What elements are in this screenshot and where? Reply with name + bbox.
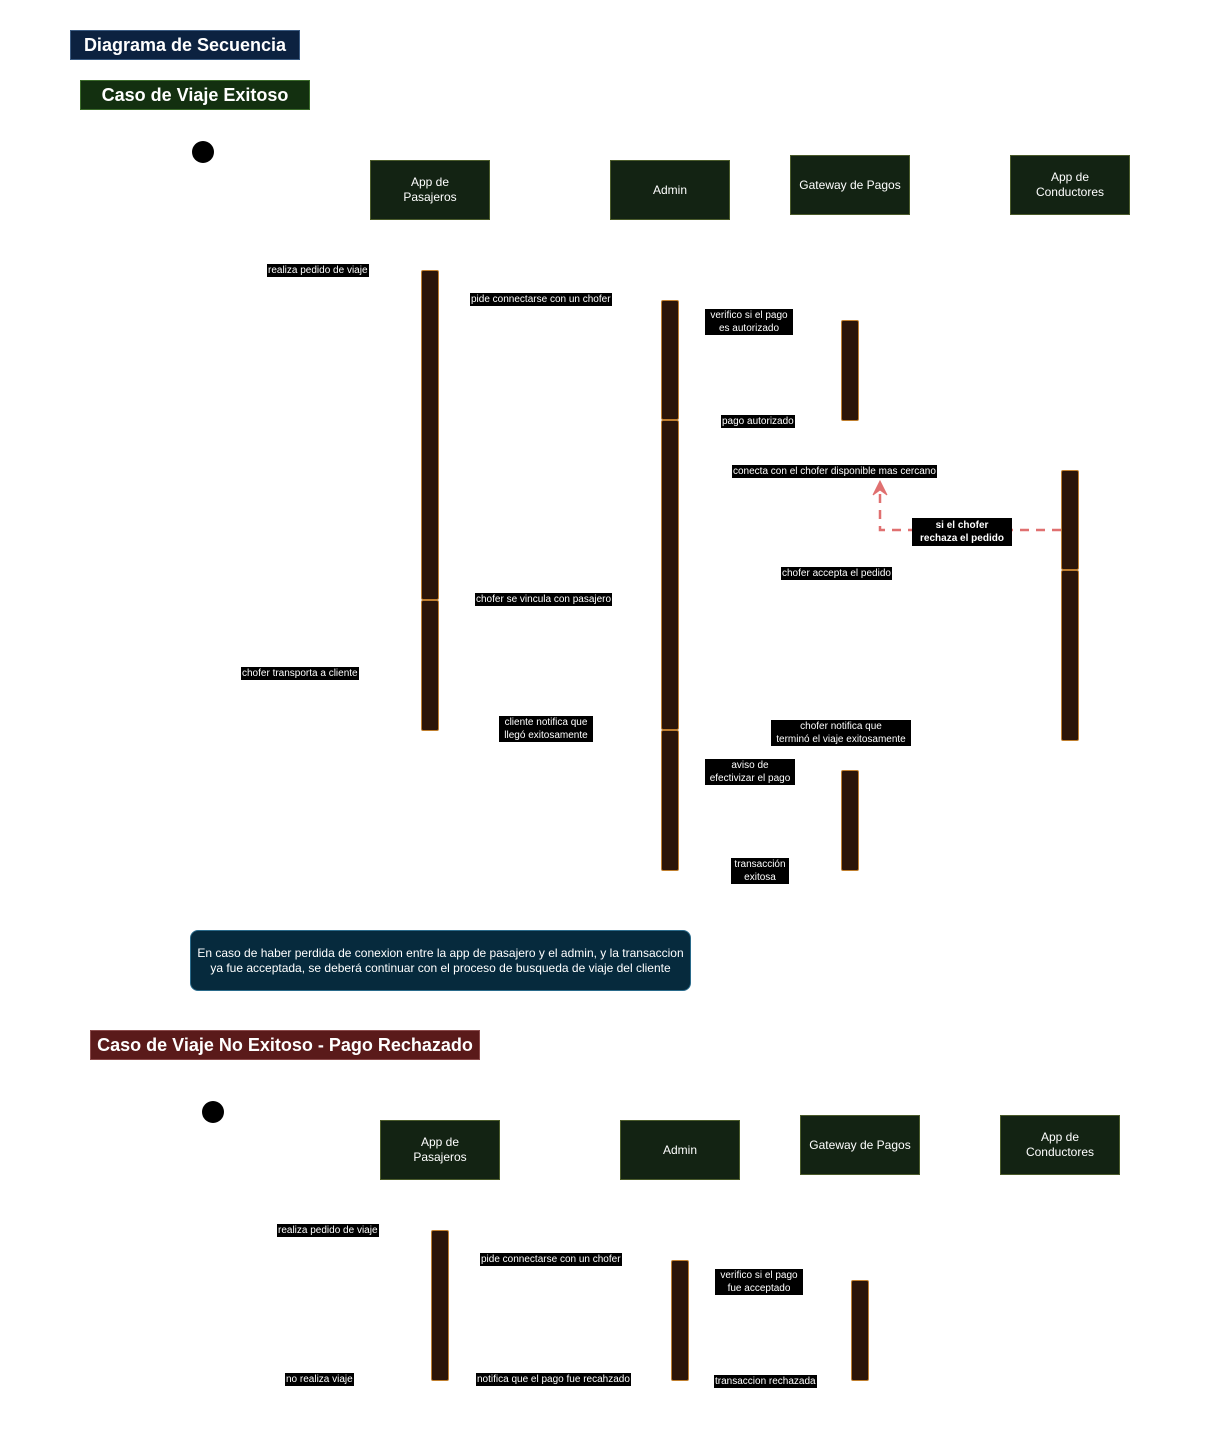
msg-chofer-accepta: chofer accepta el pedido (781, 567, 892, 580)
activation-pasajeros (431, 1230, 449, 1381)
activation-conductores (1061, 570, 1079, 741)
actor-admin: Admin (610, 160, 730, 220)
actor-app-pasajeros: App de Pasajeros (380, 1120, 500, 1180)
actor-gateway-pagos: Gateway de Pagos (790, 155, 910, 215)
activation-gateway (841, 320, 859, 421)
start-node (202, 1101, 224, 1123)
activation-admin (661, 420, 679, 730)
msg-no-realiza-viaje: no realiza viaje (285, 1373, 354, 1386)
msg-chofer-transporta: chofer transporta a cliente (241, 667, 359, 680)
connection-loss-note: En caso de haber perdida de conexion ent… (190, 930, 691, 991)
actor-admin: Admin (620, 1120, 740, 1180)
msg-pide-connectarse: pide connectarse con un chofer (470, 293, 612, 306)
msg-verifico-pago: verifico si el pago fue acceptado (715, 1269, 803, 1295)
actor-app-conductores: App de Conductores (1000, 1115, 1120, 1175)
msg-chofer-rechaza: si el chofer rechaza el pedido (912, 518, 1012, 546)
diagram-title: Diagrama de Secuencia (70, 30, 300, 60)
actor-app-pasajeros: App de Pasajeros (370, 160, 490, 220)
msg-chofer-notifica: chofer notifica que terminó el viaje exi… (771, 720, 911, 746)
activation-gateway (851, 1280, 869, 1381)
actor-app-conductores: App de Conductores (1010, 155, 1130, 215)
activation-admin (661, 730, 679, 871)
start-node (192, 141, 214, 163)
msg-notifica-rechazado: notifica que el pago fue recahzado (476, 1373, 631, 1386)
failure-case-title: Caso de Viaje No Exitoso - Pago Rechazad… (90, 1030, 480, 1060)
msg-realiza-pedido: realiza pedido de viaje (267, 264, 369, 277)
activation-admin (671, 1260, 689, 1381)
msg-pide-connectarse: pide connectarse con un chofer (480, 1253, 622, 1266)
activation-conductores (1061, 470, 1079, 570)
msg-cliente-notifica: cliente notifica que llegó exitosamente (499, 716, 593, 742)
msg-aviso-efectivizar: aviso de efectivizar el pago (705, 759, 795, 785)
msg-realiza-pedido: realiza pedido de viaje (277, 1224, 379, 1237)
activation-pasajeros (421, 600, 439, 731)
msg-transaccion-exitosa: transacción exitosa (731, 858, 789, 884)
activation-admin (661, 300, 679, 420)
msg-conecta-chofer: conecta con el chofer disponible mas cer… (732, 465, 937, 478)
msg-transaccion-rechazada: transaccion rechazada (714, 1375, 817, 1388)
actor-gateway-pagos: Gateway de Pagos (800, 1115, 920, 1175)
activation-gateway (841, 770, 859, 871)
msg-verifico-pago: verifico si el pago es autorizado (705, 309, 793, 335)
msg-chofer-vincula: chofer se vincula con pasajero (475, 593, 613, 606)
activation-pasajeros (421, 270, 439, 600)
success-case-title: Caso de Viaje Exitoso (80, 80, 310, 110)
msg-pago-autorizado: pago autorizado (721, 415, 795, 428)
